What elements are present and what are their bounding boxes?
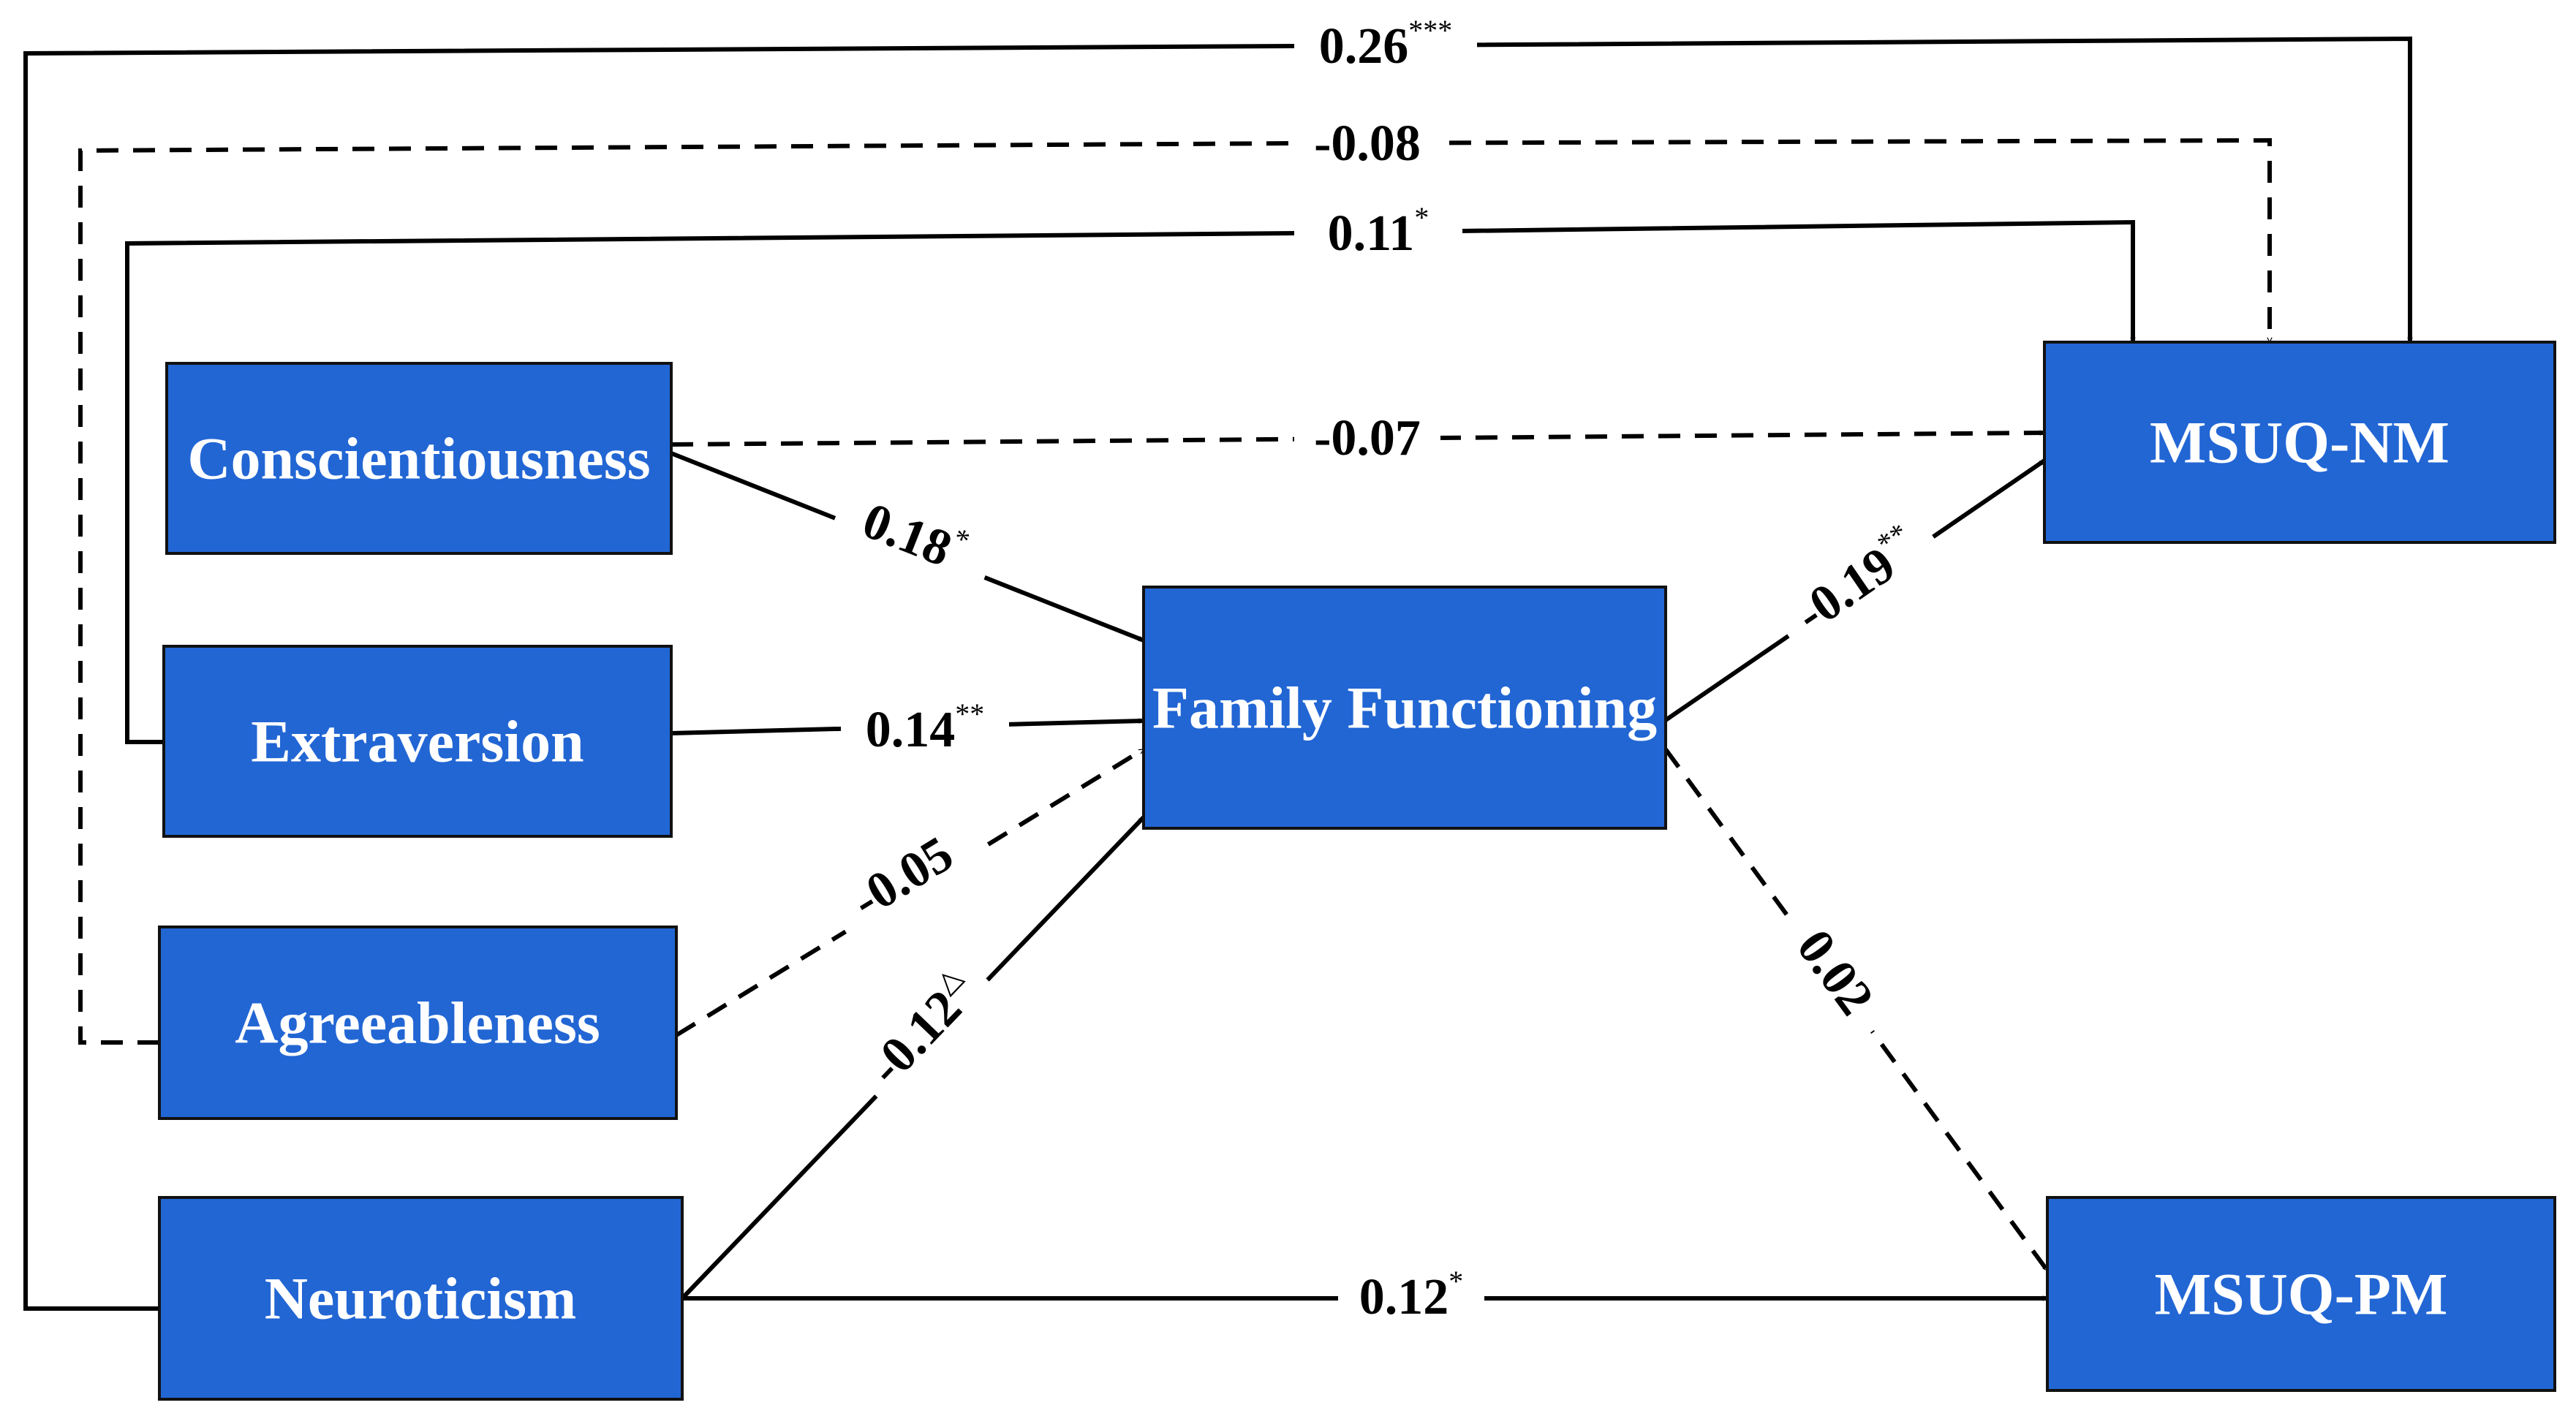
svg-text:-0.08: -0.08: [1314, 116, 1421, 172]
node-family-functioning: Family Functioning: [1142, 586, 1667, 830]
node-conscientiousness: Conscientiousness: [165, 362, 673, 555]
svg-text:0.11*: 0.11*: [1328, 201, 1429, 262]
node-label: MSUQ-NM: [2150, 409, 2450, 476]
coef-label-agreeableness-family: -0.05: [819, 809, 986, 946]
coef-label-agreeableness-msuq-nm: -0.08: [1294, 114, 1440, 173]
node-msuq-nm: MSUQ-NM: [2043, 341, 2556, 544]
svg-text:0.14**: 0.14**: [866, 697, 985, 758]
node-label: Neuroticism: [265, 1265, 577, 1332]
node-label: MSUQ-PM: [2155, 1261, 2448, 1328]
node-label: Conscientiousness: [187, 425, 650, 492]
coef-label-family-msuq-pm: 0.02: [1767, 896, 1903, 1048]
svg-text:0.12*: 0.12*: [1359, 1265, 1464, 1325]
coef-label-conscientiousness-family: 0.18*: [827, 477, 1001, 598]
node-msuq-pm: MSUQ-PM: [2046, 1196, 2556, 1392]
path-line-neuroticism-msuq-nm: [23, 36, 2410, 1311]
coef-label-conscientiousness-msuq-nm: -0.07: [1294, 409, 1440, 467]
node-label: Extraversion: [251, 708, 583, 775]
node-label: Agreeableness: [235, 990, 600, 1056]
node-neuroticism: Neuroticism: [158, 1196, 684, 1401]
path-line-conscientiousness-msuq-nm: [671, 433, 2044, 447]
coef-label-extraversion-family: 0.14**: [841, 697, 1009, 764]
coef-label-neuroticism-family: -0.12△: [843, 948, 1002, 1110]
path-line-agreeableness-msuq-nm: [78, 137, 2270, 1045]
node-label: Family Functioning: [1152, 675, 1657, 741]
svg-text:-0.07: -0.07: [1314, 410, 1421, 466]
node-agreeableness: Agreeableness: [158, 926, 678, 1120]
coef-label-extraversion-msuq-nm: 0.11*: [1294, 201, 1462, 262]
svg-text:0.26***: 0.26***: [1319, 14, 1453, 75]
coef-label-family-msuq-nm: -0.19**: [1766, 504, 1949, 658]
node-extraversion: Extraversion: [162, 645, 673, 838]
path-line-extraversion-msuq-nm: [125, 219, 2133, 744]
coef-label-neuroticism-msuq-pm: 0.12*: [1338, 1265, 1484, 1331]
coef-label-neuroticism-msuq-nm: 0.26***: [1294, 14, 1477, 75]
